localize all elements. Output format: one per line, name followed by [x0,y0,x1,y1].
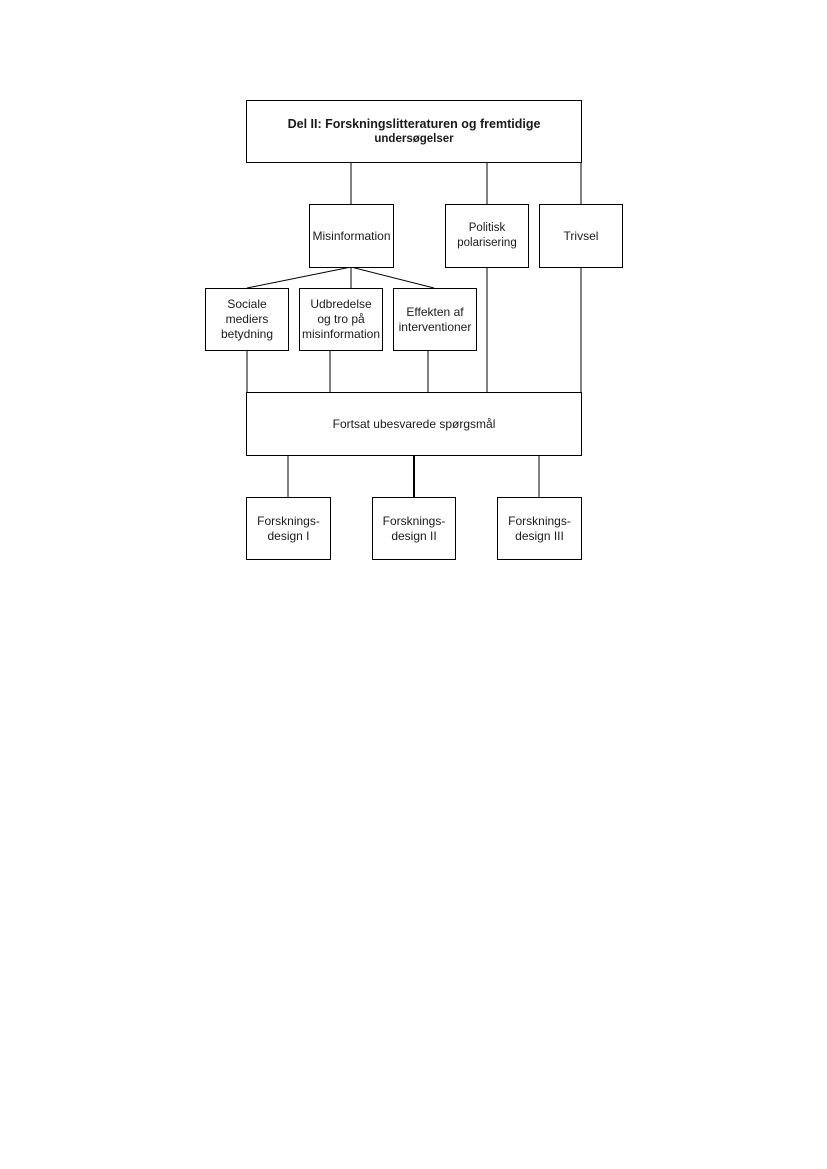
connector-misinformation-sociale [246,266,352,289]
title-box: Del II: Forskningslitteraturen og fremti… [246,100,582,163]
subtopic-udbredelse-label: Udbredelse og tro på misinformation [301,297,381,341]
questions-box: Fortsat ubesvarede spørgsmål [246,392,582,456]
topic-misinformation-label: Misinformation [312,228,391,243]
design-1-label: Forsknings- design I [257,513,320,543]
subtopic-effekten-box: Effekten af interventioner [393,288,477,351]
design-1-box: Forsknings- design I [246,497,331,560]
title-line-1: Del II: Forskningslitteraturen og fremti… [287,116,541,131]
design-3-box: Forsknings- design III [497,497,582,560]
subtopic-sociale-label: Sociale mediers betydning [220,297,274,341]
title-line-2: undersøgelser [374,132,454,145]
design-3-label: Forsknings- design III [508,513,571,543]
questions-label: Fortsat ubesvarede spørgsmål [332,416,496,431]
design-2-box: Forsknings- design II [372,497,456,560]
topic-trivsel-box: Trivsel [539,204,623,268]
topic-polarisering-box: Politisk polarisering [445,204,529,268]
topic-misinformation-box: Misinformation [309,204,394,268]
design-2-label: Forsknings- design II [382,513,446,543]
subtopic-sociale-box: Sociale mediers betydning [205,288,289,351]
topic-trivsel-label: Trivsel [563,228,599,243]
topic-polarisering-label: Politisk polarisering [457,222,517,249]
subtopic-udbredelse-box: Udbredelse og tro på misinformation [299,288,383,351]
connector-misinformation-effekten [350,266,435,289]
subtopic-effekten-label: Effekten af interventioner [398,304,472,334]
